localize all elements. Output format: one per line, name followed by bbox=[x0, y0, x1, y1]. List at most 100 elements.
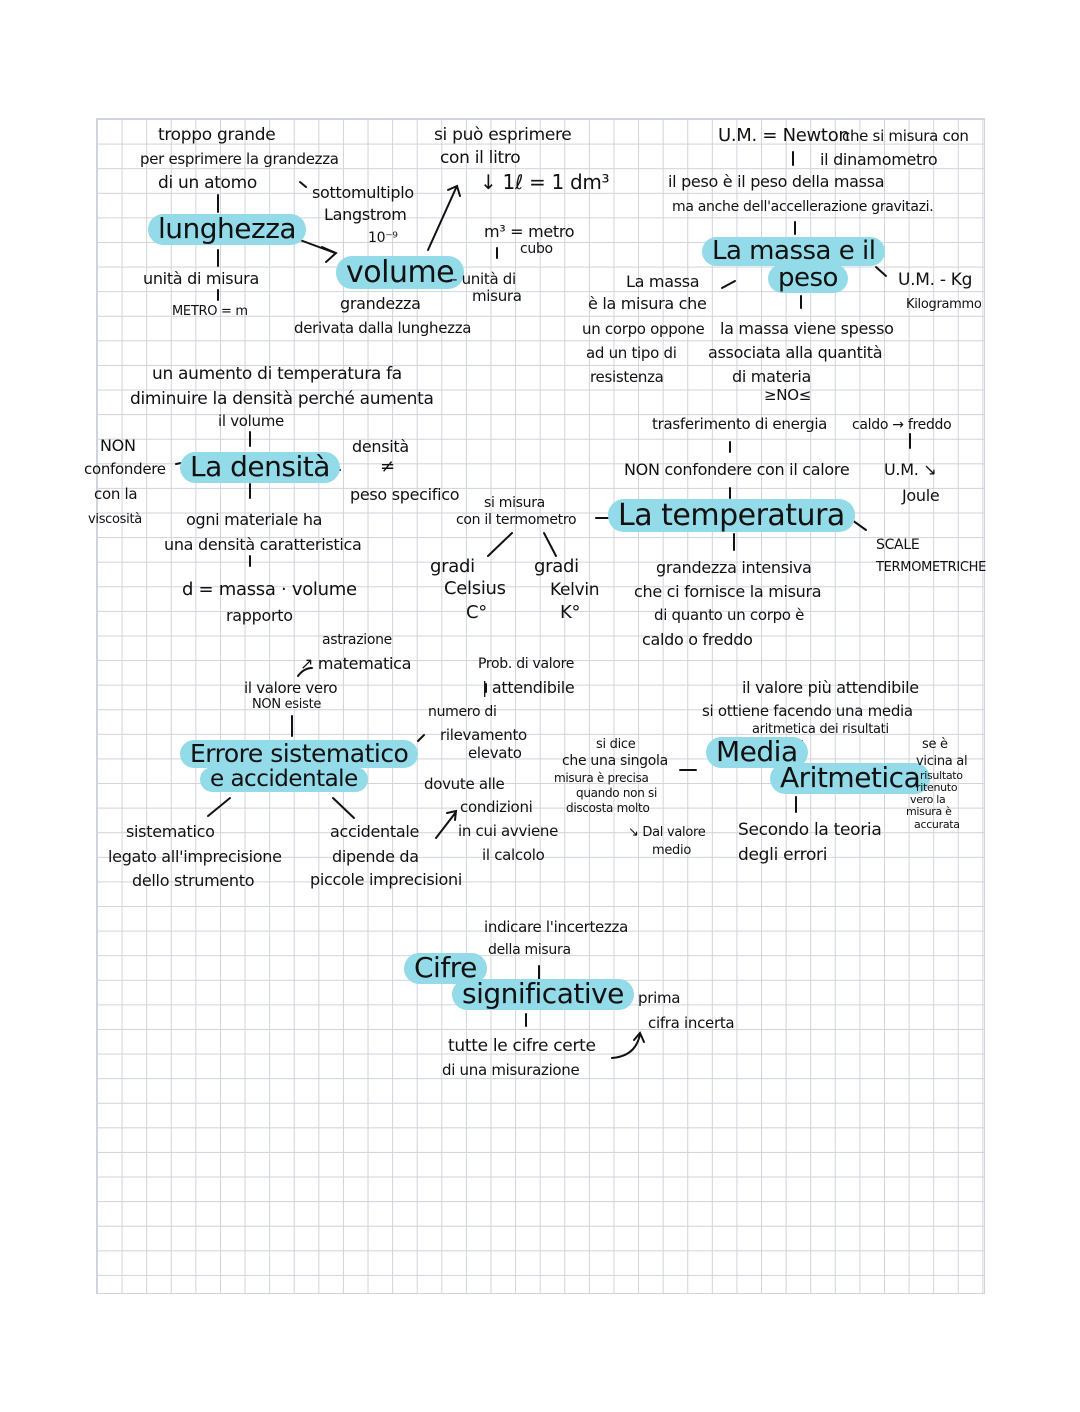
topic-title-volume: volume bbox=[336, 256, 465, 289]
note: associata alla quantità bbox=[708, 343, 883, 362]
note: dovute alle bbox=[424, 775, 505, 793]
note: C° bbox=[466, 602, 487, 623]
note: diminuire la densità perché aumenta bbox=[130, 389, 434, 409]
note: numero di bbox=[428, 704, 497, 720]
note: grandezza bbox=[340, 294, 421, 313]
note: U.M. - Kg bbox=[898, 270, 973, 290]
note: è la misura che bbox=[588, 294, 707, 313]
topic-title-temperatura: La temperatura bbox=[608, 499, 855, 532]
topic-title-cifre: Cifre bbox=[404, 952, 487, 984]
topic-title-significative: significative bbox=[452, 978, 634, 1010]
note: troppo grande bbox=[158, 125, 276, 145]
note: degli errori bbox=[738, 845, 828, 865]
note: resistenza bbox=[590, 368, 664, 386]
note: ogni materiale ha bbox=[186, 510, 323, 529]
note: viscosità bbox=[88, 512, 142, 527]
note: K° bbox=[560, 602, 581, 623]
note: accidentale bbox=[330, 822, 420, 841]
note: si può esprimere bbox=[434, 125, 572, 145]
topic-title-lunghezza: lunghezza bbox=[148, 213, 307, 245]
note: rilevamento bbox=[440, 726, 527, 744]
note: sottomultiplo bbox=[312, 183, 414, 202]
note: NON esiste bbox=[252, 697, 322, 712]
note: ritenuto bbox=[916, 781, 958, 794]
note: ≠ bbox=[380, 456, 395, 477]
topic-title-errore-2: e accidentale bbox=[200, 766, 368, 793]
note: densità bbox=[352, 437, 409, 456]
note: astrazione bbox=[322, 632, 392, 648]
note: il valore vero bbox=[244, 679, 338, 697]
note: rapporto bbox=[226, 606, 293, 625]
topic-title-errore: Errore sistematico bbox=[180, 740, 419, 768]
note: di materia bbox=[732, 367, 812, 386]
note: gradi bbox=[430, 556, 475, 577]
note: | attendibile bbox=[482, 678, 575, 697]
note: si dice bbox=[596, 737, 636, 752]
note: che si misura con bbox=[842, 127, 969, 145]
note: NON bbox=[100, 436, 136, 455]
note: Secondo la teoria bbox=[738, 820, 882, 840]
note: TERMOMETRICHE bbox=[876, 560, 987, 575]
note: dello strumento bbox=[132, 871, 255, 890]
note: medio bbox=[652, 843, 691, 858]
note: unità di misura bbox=[143, 269, 259, 288]
note: cubo bbox=[520, 241, 553, 257]
note: per esprimere la grandezza bbox=[140, 150, 339, 168]
note: tutte le cifre certe bbox=[448, 1036, 596, 1056]
note: vero la bbox=[910, 793, 946, 806]
note: confondere bbox=[84, 460, 166, 478]
note: U.M. ↘ bbox=[884, 460, 937, 479]
note: Celsius bbox=[444, 578, 506, 599]
note: prima bbox=[638, 989, 681, 1007]
note: accurata bbox=[914, 818, 960, 831]
topic-title-peso: peso bbox=[768, 264, 848, 293]
note: risultato bbox=[920, 769, 963, 782]
note: - unità di bbox=[452, 270, 516, 288]
note: se è bbox=[922, 737, 948, 752]
topic-title-aritmetica: Aritmetica bbox=[770, 762, 931, 794]
note: ma anche dell'accellerazione gravitazi. bbox=[672, 199, 934, 215]
note: un corpo oppone bbox=[582, 320, 705, 338]
note: Prob. di valore bbox=[478, 656, 575, 672]
grid-paper bbox=[96, 118, 985, 1294]
note: ad un tipo di bbox=[586, 344, 677, 362]
note: d = massa · volume bbox=[182, 579, 357, 600]
note: ≥NO≤ bbox=[764, 386, 811, 404]
topic-title-massa: La massa e il bbox=[702, 237, 886, 266]
note: misura bbox=[472, 287, 522, 305]
note: il calcolo bbox=[482, 846, 545, 864]
note: caldo o freddo bbox=[642, 630, 753, 649]
note: misura è bbox=[906, 805, 952, 818]
note: che una singola bbox=[562, 753, 668, 769]
note: si misura bbox=[484, 495, 545, 511]
note: ↓ 1ℓ = 1 dm³ bbox=[480, 170, 610, 194]
note: una densità caratteristica bbox=[164, 535, 362, 554]
note: aritmetica dei risultati bbox=[752, 722, 889, 737]
note: Kilogrammo bbox=[906, 297, 982, 312]
note: quando non si bbox=[576, 786, 658, 800]
note: U.M. = Newton bbox=[718, 125, 850, 146]
note: Kelvin bbox=[550, 580, 600, 600]
note: di un atomo bbox=[158, 173, 258, 193]
note: 10⁻⁹ bbox=[368, 230, 398, 246]
note: NON confondere con il calore bbox=[624, 460, 850, 479]
note: derivata dalla lunghezza bbox=[294, 319, 472, 337]
note: con il termometro bbox=[456, 512, 577, 528]
note: METRO = m bbox=[172, 304, 248, 319]
note: m³ = metro bbox=[484, 222, 575, 241]
note: il peso è il peso della massa bbox=[668, 172, 885, 191]
note: di una misurazione bbox=[442, 1061, 580, 1079]
note: il volume bbox=[218, 412, 284, 430]
topic-title-media: Media bbox=[706, 736, 808, 768]
note: il valore più attendibile bbox=[742, 678, 919, 697]
note: trasferimento di energia bbox=[652, 415, 828, 433]
note: indicare l'incertezza bbox=[484, 918, 628, 936]
note: il dinamometro bbox=[820, 150, 938, 169]
note: ↘ Dal valore bbox=[628, 825, 706, 840]
note: vicina al bbox=[916, 754, 968, 769]
note: Langstrom bbox=[324, 205, 407, 224]
note: gradi bbox=[534, 556, 579, 577]
note: che ci fornisce la misura bbox=[634, 582, 822, 601]
note: La massa bbox=[626, 272, 700, 291]
note: la massa viene spesso bbox=[720, 319, 894, 338]
